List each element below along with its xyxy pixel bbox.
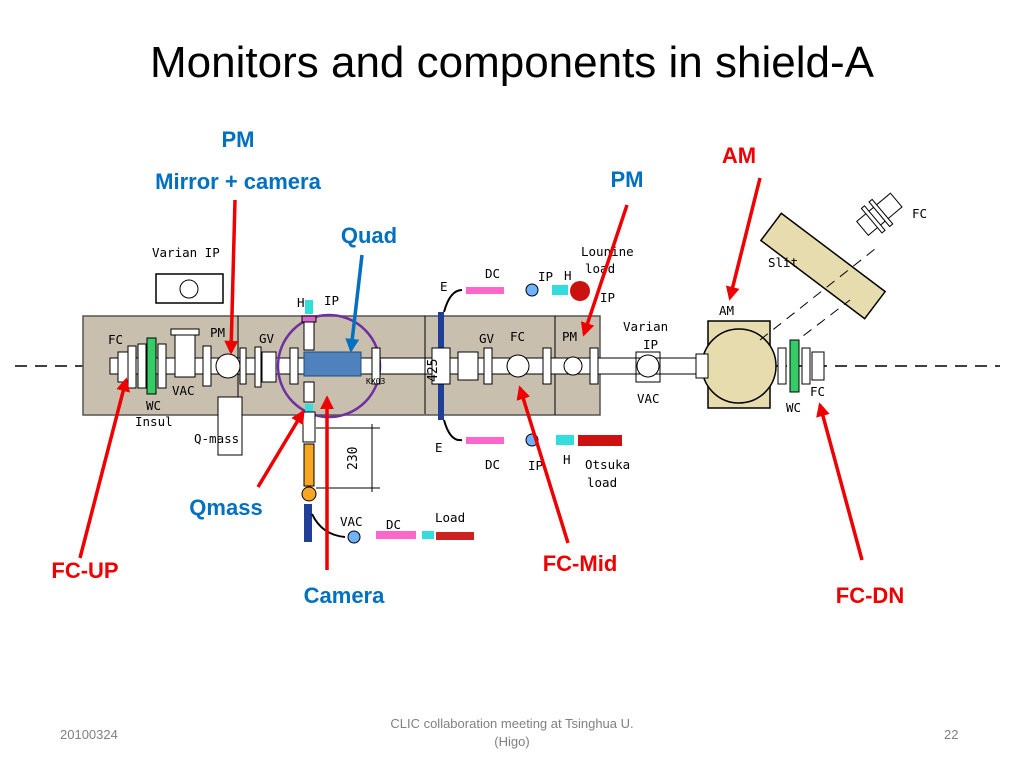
lounine-load: [570, 281, 590, 301]
label-e-top: E: [440, 279, 448, 294]
label-varian-2: IP: [643, 337, 658, 352]
callout-quad: Quad: [341, 223, 397, 248]
label-q-mass: Q-mass: [194, 431, 239, 446]
q-mass-box: [217, 396, 243, 456]
arrow-qmass: [256, 409, 305, 488]
wc-left: [146, 337, 157, 395]
beam-pipe: [109, 357, 701, 375]
label-dc-bottom: DC: [485, 457, 500, 472]
fc-dn-flange: [811, 351, 825, 381]
footer-center-line2: (Higo): [494, 734, 530, 749]
label-h-top: H: [297, 295, 305, 310]
label-h-top-right: H: [564, 268, 572, 283]
callout-pm-left-line2: Mirror + camera: [155, 169, 321, 194]
quad-magnet: [303, 351, 362, 377]
otsuka-load: [578, 435, 622, 446]
label-vac-left: VAC: [172, 383, 195, 398]
label-gv-2: GV: [479, 331, 495, 346]
fc-mid-chamber: [506, 354, 530, 378]
slide-title: Monitors and components in shield-A: [150, 38, 874, 87]
label-h-bottom: H: [563, 452, 571, 467]
wc-right: [789, 339, 800, 393]
label-ip-top-right: IP: [538, 269, 553, 284]
fc-slit: [856, 192, 903, 236]
label-pm-2: PM: [562, 329, 577, 344]
callout-fc-mid: FC-Mid: [543, 551, 618, 576]
arrow-am: [725, 177, 762, 301]
label-ip-top: IP: [324, 293, 339, 308]
label-fc-right: FC: [810, 384, 825, 399]
circle-icon: [179, 279, 199, 299]
callout-camera: Camera: [304, 583, 385, 608]
callout-pm-left-line1: PM: [222, 127, 255, 152]
label-lounine-2: load: [585, 261, 615, 276]
label-fc-2: FC: [510, 329, 525, 344]
callout-qmass: Qmass: [189, 495, 262, 520]
label-insul: Insul: [135, 414, 173, 429]
arrow-fc-dn: [816, 402, 864, 561]
load-low: [436, 532, 474, 540]
label-gv-1: GV: [259, 331, 275, 346]
footer-center: CLIC collaboration meeting at Tsinghua U…: [352, 715, 672, 751]
label-vac-bottom: VAC: [340, 514, 363, 529]
callout-fc-up: FC-UP: [51, 558, 118, 583]
varian-ip-right: [636, 354, 660, 378]
callout-pm-right: PM: [611, 167, 644, 192]
footer-page-number: 22: [944, 727, 959, 742]
arrow-pm-right: [580, 204, 629, 337]
label-otsuka-2: load: [587, 475, 617, 490]
label-varian-ip-left: Varian IP: [152, 245, 220, 260]
label-quad-name: KX03: [366, 377, 385, 386]
label-varian-1: Varian: [623, 319, 668, 334]
label-pm-1: PM: [210, 325, 225, 340]
slit: [759, 212, 887, 320]
arrow-quad: [345, 254, 364, 353]
label-dim-425: 425: [426, 359, 441, 382]
label-dc-low: DC: [386, 517, 401, 532]
label-load-low: Load: [435, 510, 465, 525]
label-dim-230: 230: [346, 447, 361, 470]
label-lounine-1: Lounine: [581, 244, 634, 259]
label-fc-slit: FC: [912, 206, 927, 221]
label-vac-right: VAC: [637, 391, 660, 406]
label-fc-left: FC: [108, 332, 123, 347]
label-am: AM: [719, 303, 734, 318]
callout-am: AM: [722, 143, 756, 168]
label-otsuka-1: Otsuka: [585, 457, 630, 472]
arrow-pm-left: [224, 199, 239, 355]
label-e-bottom: E: [435, 440, 443, 455]
h-top-cyan: [305, 300, 313, 314]
callout-fc-dn: FC-DN: [836, 583, 904, 608]
label-ip-lounine: IP: [600, 290, 615, 305]
label-wc-right: WC: [786, 400, 801, 415]
label-slit: Slit: [768, 255, 798, 270]
footer-center-line1: CLIC collaboration meeting at Tsinghua U…: [390, 716, 634, 731]
arrow-fc-mid: [516, 385, 570, 544]
vertical-pipe: [302, 411, 316, 443]
fc-up-flange: [117, 351, 129, 383]
arrow-fc-up: [78, 377, 130, 559]
label-ip-bottom: IP: [528, 458, 543, 473]
label-dc-top: DC: [485, 266, 500, 281]
vac-left: [174, 332, 196, 378]
pm-1-chamber: [215, 353, 241, 379]
label-wc-left: WC: [146, 398, 161, 413]
footer-date: 20100324: [60, 727, 118, 742]
